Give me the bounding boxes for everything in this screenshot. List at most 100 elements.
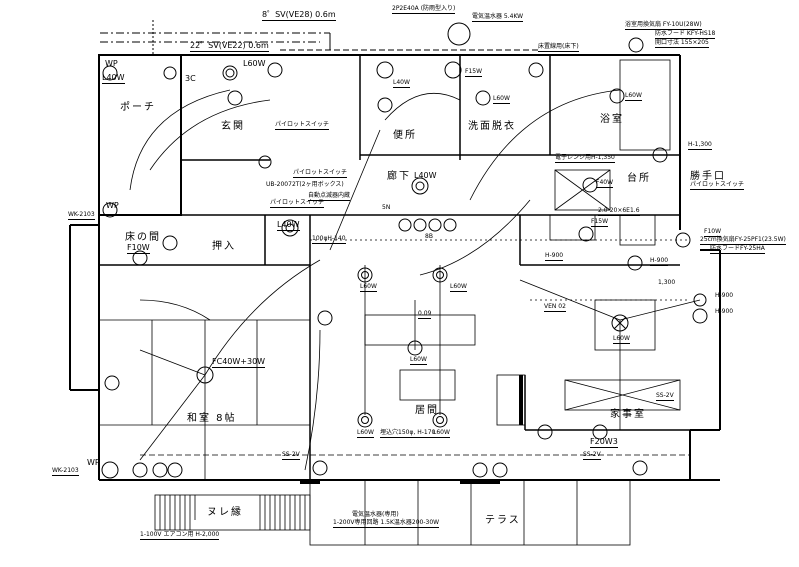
outlet-icon (152, 462, 168, 478)
kitchen-light-icon (582, 177, 598, 193)
living-light-icon (432, 412, 448, 428)
fixture-label: L60W (433, 429, 450, 438)
fixture-label: FC40W+30W (212, 357, 266, 368)
wp-label: WP (106, 201, 119, 210)
toilet-fan-icon (376, 61, 394, 79)
outlet-icon (167, 462, 183, 478)
dimension-label: 1,300 (658, 279, 676, 286)
room-wash: 洗面脱衣 (468, 121, 516, 132)
room-terrace: テラス (485, 515, 521, 526)
outlet-icon (101, 461, 119, 479)
wiring-lines (129, 89, 701, 471)
fixture-label: L40W (393, 79, 410, 88)
room-hall: 廊下 (387, 171, 411, 182)
living-light-icon (432, 267, 448, 283)
vent-label: VEN 02 (544, 303, 566, 312)
fixture-label: L40W (102, 73, 125, 84)
underfloor-label: 床置線用(床下) (538, 43, 579, 52)
outlet-icon (102, 202, 118, 218)
outlet-icon (443, 218, 457, 232)
dimension-label-3: 0.09 (418, 310, 432, 319)
bath-fan-size-label: 開口寸法 155×205 (655, 39, 709, 48)
service-cable-lines (100, 20, 540, 55)
family-f20-icon (592, 424, 608, 440)
kitchen-fan-label: 25cm換気扇FY-25PF1(23.5W) (700, 236, 786, 245)
ub-box-label: UB-20072T(2ヶ用ボックス) (266, 181, 344, 188)
room-entrance: 玄関 (221, 121, 245, 132)
outlet-icon (675, 232, 691, 248)
fc-light-icon (196, 366, 214, 384)
living-light-icon (357, 412, 373, 428)
bath-fan-icon (628, 37, 644, 53)
switch-label: 5N (382, 204, 391, 211)
hall-light-icon (411, 177, 429, 195)
outlet-icon (492, 462, 508, 478)
fixture-label: L40W (414, 171, 437, 180)
meter-label: 電気温水器 5.4KW (472, 13, 524, 22)
room-toilet: 便所 (393, 130, 417, 141)
kitchen-light-2-icon (578, 226, 594, 242)
outlet-icon (632, 460, 648, 476)
bath-fan-label: 浴室用換気扇 FY-10U(28W) (625, 21, 702, 30)
auto-sensor-label: 自動点滅器内蔵 (308, 192, 351, 201)
fixture-label: L60W (613, 335, 630, 344)
cable-label-2: SS-2V (583, 451, 601, 460)
entrance-ceiling-icon (227, 90, 243, 106)
outlet-icon (104, 375, 120, 391)
family-light-icon (611, 314, 629, 332)
walls-black (300, 480, 500, 484)
outlet-icon (627, 255, 643, 271)
h900-label-3: H-900 (715, 292, 734, 299)
fixture-label: L60W (410, 356, 427, 365)
room-veranda: ヌレ縁 (207, 507, 243, 518)
dimension-label-2: 2.0-20×6E1.6 (598, 207, 640, 216)
bath-light-icon (609, 88, 625, 104)
switch-t-icon (163, 66, 177, 80)
wash-light-icon (444, 61, 462, 79)
tatami-grid (99, 319, 310, 480)
toilet-light-icon (377, 97, 393, 113)
fixture-label: F20W3 (590, 437, 618, 448)
outlet-icon (317, 310, 333, 326)
fixture-label: L60W (625, 92, 642, 101)
recess-label: 埋込穴150φ, H-170 (380, 429, 436, 438)
entrance-light-icon (222, 65, 238, 81)
fan-icon (652, 147, 668, 163)
room-alcove: 床の間 (125, 232, 161, 243)
outlet-icon (162, 235, 178, 251)
wk-label-top: WK-2103 (68, 211, 95, 220)
fixture-label: F15W (591, 218, 609, 227)
range-outlet-label: 電子レンジ用H-1,350 (555, 154, 615, 163)
h900-label-4: H-900 (715, 308, 734, 315)
furniture (364, 59, 681, 426)
pilot-switch-label-3: パイロットスイッチ (270, 199, 325, 208)
outlet-icon (472, 462, 488, 478)
fixture-label: L60W (357, 429, 374, 438)
fixture-label: L40W (277, 220, 300, 231)
wk-label-bottom: WK-2103 (52, 467, 79, 476)
pilot-switch-label-4: パイロットスイッチ (690, 181, 745, 190)
switch-label: 8B (425, 233, 433, 240)
wash-light-2-icon (475, 90, 491, 106)
fixture-label: L60W (243, 59, 266, 68)
pilot-switch-label: パイロットスイッチ (275, 121, 330, 130)
room-back-door: 勝手口 (690, 171, 726, 182)
aircon-outlet-label: 1-100V エアコン用 H-2,000 (140, 531, 220, 540)
room-bath: 浴室 (600, 114, 624, 125)
h900-label-2: H-900 (650, 257, 669, 266)
outlet-icon (692, 308, 708, 324)
cable-label: SS-2V (656, 392, 674, 401)
breaker-label: 2P2E40A (防雨型入り) (392, 5, 456, 14)
water-heater-label: 電気温水器(専用) (352, 511, 399, 518)
pilot-switch-label-2: パイロットスイッチ (293, 169, 348, 178)
outlet-icon (537, 424, 553, 440)
outlet-icon (132, 462, 148, 478)
fixture-label: F10W (704, 228, 722, 237)
height-label: H-1,300 (688, 141, 712, 150)
kitchen-hood-label: 防水フードFY-25HA (710, 245, 765, 254)
room-family: 家事室 (610, 409, 646, 420)
porch-light-icon (102, 65, 118, 81)
fixture-label: L60W (493, 95, 510, 104)
outlet-icon (413, 218, 427, 232)
